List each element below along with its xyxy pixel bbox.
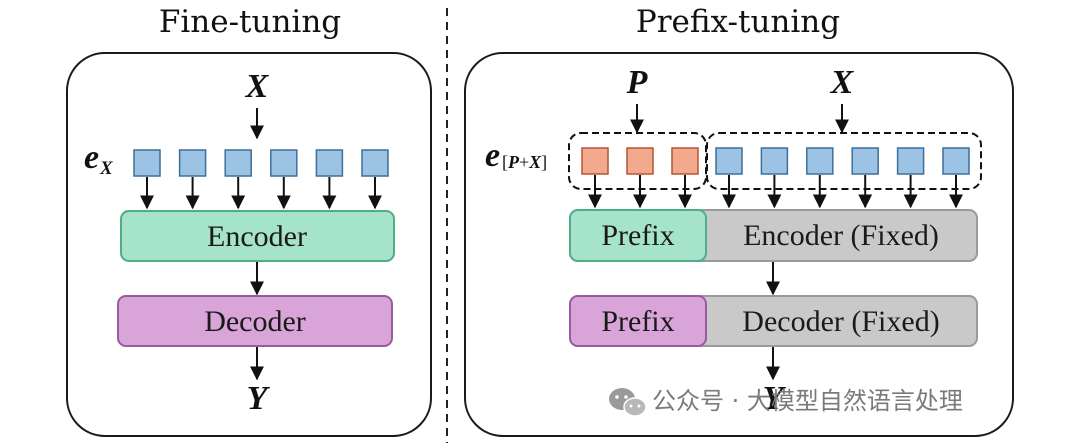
- input-token: [133, 149, 161, 177]
- input-token: [896, 147, 925, 175]
- watermark-text: 公众号 · 大模型自然语言处理: [652, 387, 963, 415]
- fine-tuning-input-var: X: [245, 68, 270, 105]
- prefix-tuning-token-row: [581, 147, 970, 175]
- embed-label-main: e: [84, 139, 99, 176]
- decoder-box: [117, 295, 393, 347]
- prefix-token: [581, 147, 609, 175]
- input-token: [806, 147, 834, 175]
- prefix-tuning-embedding-label: e [P+X]: [485, 137, 547, 174]
- input-token: [178, 149, 207, 177]
- prefix-tuning-input-var: X: [830, 64, 855, 101]
- wechat-icon: [609, 388, 647, 417]
- decoder-fixed-label: Decoder (Fixed): [742, 305, 939, 338]
- prefix-tuning-token-arrows: [588, 175, 963, 209]
- fine-tuning-title: Fine-tuning: [159, 4, 341, 40]
- encoder-box: [120, 210, 395, 262]
- prefix-tuning-encoder-block: Prefix Encoder (Fixed): [569, 209, 978, 262]
- input-token: [760, 147, 789, 175]
- fine-tuning-token-arrows: [140, 177, 382, 210]
- fine-tuning-encoder-block: Encoder: [120, 210, 395, 262]
- input-token: [361, 149, 389, 177]
- fine-tuning-output-var: Y: [247, 380, 271, 417]
- decoder-prefix-label: Prefix: [601, 305, 674, 338]
- encoder-fixed-label: Encoder (Fixed): [743, 219, 939, 252]
- prefix-var: P: [626, 64, 648, 101]
- encoder-prefix-label: Prefix: [601, 219, 674, 252]
- decoder-prefix-box: [569, 295, 707, 347]
- prefix-token-group: [568, 132, 707, 190]
- encoder-prefix-box: [569, 209, 707, 262]
- input-token: [224, 149, 252, 177]
- encoder-label: Encoder: [207, 220, 307, 253]
- pt-embed-label-sub: [P+X]: [502, 152, 547, 172]
- fine-tuning-token-row: [133, 149, 389, 177]
- prefix-tuning-title: Prefix-tuning: [636, 4, 840, 40]
- input-token: [942, 147, 970, 175]
- pt-embed-label-main: e: [485, 137, 500, 174]
- input-token-group: [706, 132, 982, 190]
- decoder-label: Decoder: [204, 305, 306, 338]
- prefix-tuning-output-var: Y: [763, 380, 787, 417]
- input-token: [315, 149, 344, 177]
- embed-label-sub: X: [99, 158, 114, 179]
- input-token: [715, 147, 743, 175]
- input-token: [270, 149, 298, 177]
- input-token: [851, 147, 879, 175]
- fine-tuning-embedding-label: e X: [84, 139, 114, 179]
- prefix-tuning-decoder-block: Prefix Decoder (Fixed): [569, 295, 978, 347]
- prefix-token: [626, 147, 654, 175]
- prefix-token: [671, 147, 699, 175]
- watermark: 公众号 · 大模型自然语言处理: [609, 387, 963, 417]
- fine-tuning-decoder-block: Decoder: [117, 295, 393, 347]
